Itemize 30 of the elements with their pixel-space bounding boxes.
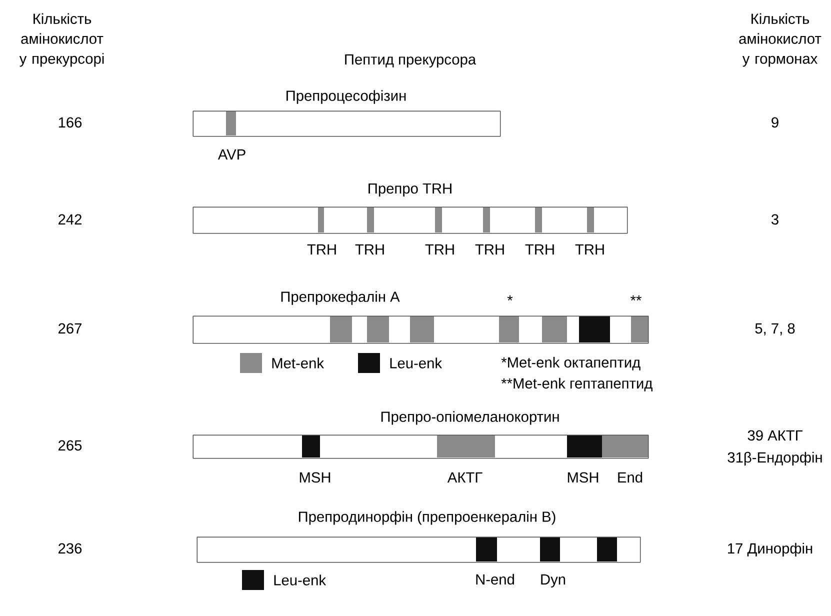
footnote-mark: * (507, 295, 513, 300)
amino-acid-count: 242 (58, 214, 82, 224)
legend-label: Met-enk (272, 358, 324, 368)
hormone-count: 9 (772, 117, 778, 128)
column-heading: Кількість амінокислот у гормонах (739, 13, 822, 67)
segment-label: End (618, 472, 642, 483)
amino-acid-count: 267 (58, 323, 82, 334)
amino-acid-count: 166 (58, 117, 82, 128)
hormone-count: 17 Динорфін (728, 542, 812, 556)
column-heading: Кількість амінокислот у прекурсорі (19, 13, 104, 67)
legend-label: Leu-enk (274, 574, 326, 586)
footnote-text: **Met-enk гептапептид (501, 378, 652, 392)
segment-label: АКТГ (447, 472, 482, 482)
amino-acid-count: 236 (58, 543, 82, 554)
footnote-text: *Met-enk октапептид (501, 356, 640, 370)
segment-label: MSH (568, 472, 598, 483)
segment-label: MSH (300, 472, 330, 483)
hormone-count: 5, 7, 8 (755, 323, 795, 336)
hormone-count: 39 АКТГ (748, 430, 802, 441)
legend-label: Leu-enk (390, 358, 442, 368)
bar-heading: Препродинорфін (препроенкералін В) (298, 511, 556, 525)
bar-heading: Препро TRH (368, 183, 452, 197)
column-heading: Пептид прекурсора (345, 54, 476, 68)
hormone-count: 31β-Ендорфін (728, 452, 822, 466)
footnote-mark: ** (630, 295, 642, 300)
hormone-count: 3 (771, 214, 778, 225)
bar-heading: Препро-опіомеланокортин (381, 411, 559, 425)
amino-acid-count: 265 (58, 440, 82, 451)
bar-heading: Препрокефалін А (281, 291, 400, 305)
bar-heading: Препроцесофізин (286, 90, 406, 104)
